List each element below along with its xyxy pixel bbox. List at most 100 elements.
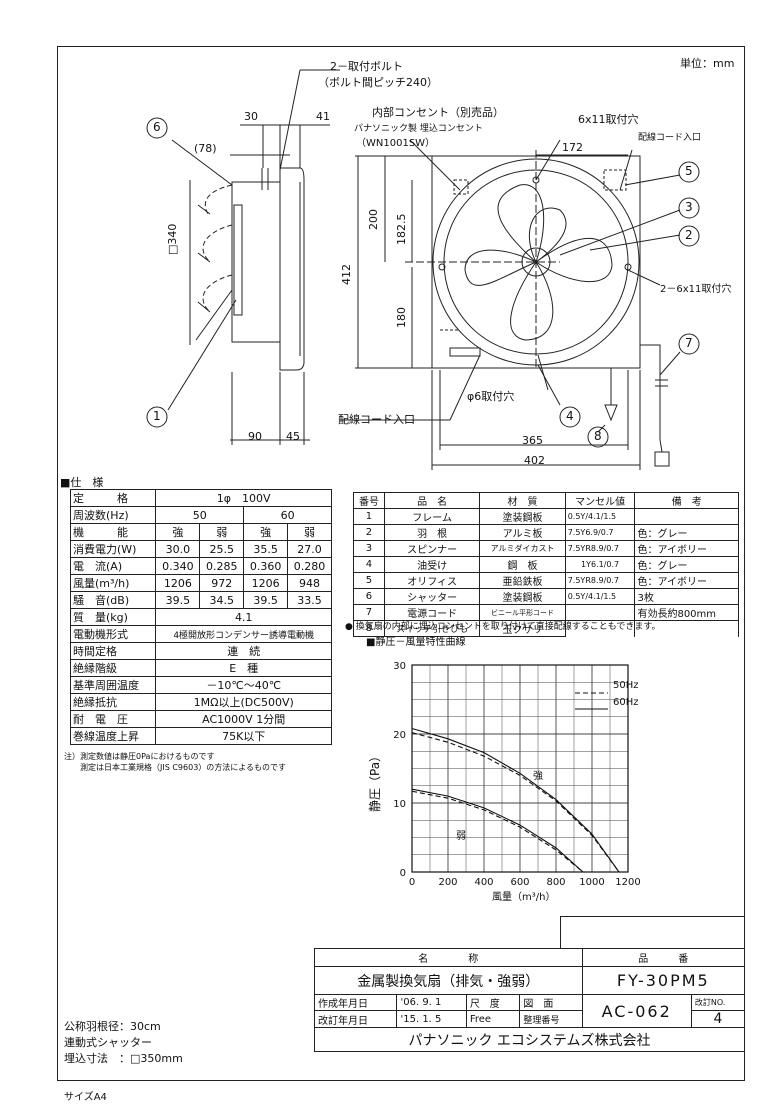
spec-cell: 騒 音(dB) xyxy=(69,591,157,609)
fan-drawing xyxy=(146,69,700,470)
parts-cell: 色：アイボリー xyxy=(634,540,739,557)
cord-entry-top-label: 配線コード入口 xyxy=(638,133,702,143)
callout-6: 6 xyxy=(153,120,161,134)
callout-7: 7 xyxy=(685,336,693,350)
drawing-frame xyxy=(57,46,745,1081)
dim-340: □340 xyxy=(166,223,179,255)
spec-cell: 33.5 xyxy=(287,591,332,609)
dim-41: 41 xyxy=(316,110,330,123)
y-tick-label: 20 xyxy=(393,730,406,741)
parts-cell xyxy=(634,620,739,637)
curve-50hz-strong xyxy=(411,732,620,873)
scale-label: 尺 度 xyxy=(465,994,521,1011)
parts-header: マンセル値 xyxy=(564,492,636,509)
spec-note-1: 注）測定数値は静圧0Paにおけるものです xyxy=(64,752,215,761)
spec-cell: 周波数(Hz) xyxy=(69,506,157,524)
parts-cell: 色：グレー xyxy=(634,556,739,573)
spec-cell: 1206 xyxy=(155,574,201,592)
parts-cell: 玉クサリ xyxy=(479,620,566,637)
chart-annotation-strong: 強 xyxy=(533,771,543,782)
parts-cell: オリフィス xyxy=(383,572,481,589)
spec-cell: 連 続 xyxy=(155,642,332,660)
legend-50hz: 50Hz xyxy=(613,680,639,691)
callout-1: 1 xyxy=(153,409,161,423)
spec-cell: 強 xyxy=(155,523,201,541)
spec-cell: 弱 xyxy=(199,523,245,541)
parts-cell: 塗装鋼板 xyxy=(479,588,566,605)
parts-cell: 3枚 xyxy=(634,588,739,605)
parts-cell: 0.5Y/4.1/1.5 xyxy=(564,508,636,525)
dim-182-5: 182.5 xyxy=(395,213,408,246)
spec-cell: 消費電力(W) xyxy=(69,540,157,558)
x-tick-label: 1000 xyxy=(579,877,604,888)
spec-cell: －10℃～40℃ xyxy=(155,676,332,694)
spec-cell: 30.0 xyxy=(155,540,201,558)
curve-60hz-weak xyxy=(411,788,584,873)
product-number: FY-30PM5 xyxy=(581,966,746,995)
x-tick-label: 200 xyxy=(438,877,457,888)
spec-cell: 4.1 xyxy=(155,608,332,626)
dim-78: (78) xyxy=(194,142,217,155)
x-tick-label: 800 xyxy=(546,877,565,888)
title-block: 名 称 品 番 金属製換気扇（排気・強弱） FY-30PM5 作成年月日 '06… xyxy=(313,948,746,1052)
spec-cell: 弱 xyxy=(287,523,332,541)
spec-cell: 強 xyxy=(243,523,289,541)
spec-cell: 電動機形式 xyxy=(69,625,157,643)
drawing-label: 図 面 xyxy=(519,994,583,1011)
spec-cell: 35.5 xyxy=(243,540,289,558)
parts-cell: 0.5Y/4.1/1.5 xyxy=(564,588,636,605)
spec-cell: 定 格 xyxy=(69,489,157,507)
dim-90: 90 xyxy=(248,430,262,443)
callout-2: 2 xyxy=(685,228,693,242)
parts-cell: シャッター xyxy=(383,588,481,605)
product-name: 金属製換気扇（排気・強弱） xyxy=(314,966,583,995)
arrangement-label: 整理番号 xyxy=(519,1010,583,1028)
callout-8: 8 xyxy=(594,429,602,443)
spec-cell: 0.360 xyxy=(243,557,289,575)
spec-cell: 39.5 xyxy=(155,591,201,609)
spec-cell: 基準周囲温度 xyxy=(69,676,157,694)
dim-172: 172 xyxy=(562,141,583,154)
scale-value: Free xyxy=(465,1010,521,1028)
spec-cell: 質 量(kg) xyxy=(69,608,157,626)
chart-section-title: ■静圧－風量特性曲線 xyxy=(366,637,466,648)
spec-cell: 耐 電 圧 xyxy=(69,710,157,728)
bolt-note: 2－取付ボルト xyxy=(330,60,403,73)
hole-right-label: 2－6x11取付穴 xyxy=(660,284,732,295)
spec-cell: 948 xyxy=(287,574,332,592)
x-tick-label: 0 xyxy=(409,877,415,888)
number-label: 品 番 xyxy=(581,948,746,967)
spec-cell: 電 流(A) xyxy=(69,557,157,575)
cord-entry-bottom-label: 配線コード入口 xyxy=(338,413,415,426)
parts-cell: 7.5YR8.9/0.7 xyxy=(564,572,636,589)
spec-cell: 0.280 xyxy=(287,557,332,575)
hole-top-label: 6x11取付穴 xyxy=(578,113,639,126)
parts-cell: 5 xyxy=(353,572,385,589)
parts-cell: 油受け xyxy=(383,556,481,573)
spec-cell: 機 能 xyxy=(69,523,157,541)
parts-header: 材 質 xyxy=(479,492,566,509)
x-tick-label: 600 xyxy=(510,877,529,888)
parts-cell: 1Y6.1/0.7 xyxy=(564,556,636,573)
legend-60hz: 60Hz xyxy=(613,697,639,708)
spec-cell: 0.340 xyxy=(155,557,201,575)
x-tick-label: 1200 xyxy=(615,877,640,888)
parts-cell: 2 xyxy=(353,524,385,541)
parts-cell xyxy=(564,620,636,637)
dim-180: 180 xyxy=(395,307,408,328)
parts-header: 番号 xyxy=(353,492,385,509)
spec-cell: AC1000V 1分間 xyxy=(155,710,332,728)
y-tick-label: 30 xyxy=(393,661,406,672)
parts-cell: 4 xyxy=(353,556,385,573)
y-tick-label: 0 xyxy=(400,868,406,879)
side-note-cutout: 埋込寸法 ：□350mm xyxy=(64,1052,183,1065)
side-note-shutter: 連動式シャッター xyxy=(64,1036,152,1049)
revised-date: '15. 1. 5 xyxy=(396,1010,467,1028)
spec-cell: 絶縁階級 xyxy=(69,659,157,677)
dim-45: 45 xyxy=(286,430,300,443)
parts-cell: 3 xyxy=(353,540,385,557)
parts-cell: アルミ板 xyxy=(479,524,566,541)
spec-cell: 0.285 xyxy=(199,557,245,575)
parts-cell: 8 xyxy=(353,620,385,637)
